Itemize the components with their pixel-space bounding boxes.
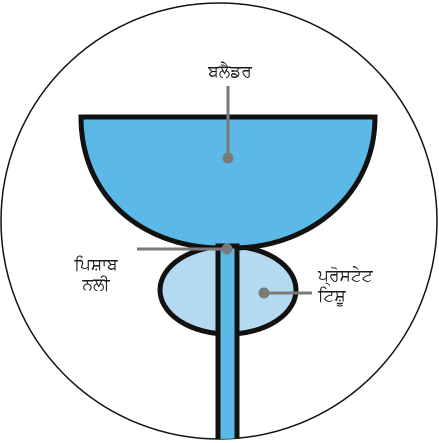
urethra — [218, 246, 237, 443]
bladder-pointer-dot — [223, 153, 234, 164]
bladder-label: ਬਲੈਡਰ — [193, 62, 267, 82]
prostate-label: ਪ੍ਰੋਸਟੇਟ ਟਿਸ਼ੂ — [318, 266, 398, 306]
urethra-label-line1: ਪਿਸ਼ਾਬ — [60, 255, 132, 275]
urethra-label: ਪਿਸ਼ਾਬ ਨਲੀ — [60, 255, 132, 295]
prostate-label-line1: ਪ੍ਰੋਸਟੇਟ — [318, 266, 398, 286]
urethra-pointer-dot — [222, 244, 233, 255]
urethra-label-line2: ਨਲੀ — [60, 275, 132, 295]
prostate-label-line2: ਟਿਸ਼ੂ — [318, 286, 398, 306]
prostate-pointer-dot — [259, 288, 270, 299]
